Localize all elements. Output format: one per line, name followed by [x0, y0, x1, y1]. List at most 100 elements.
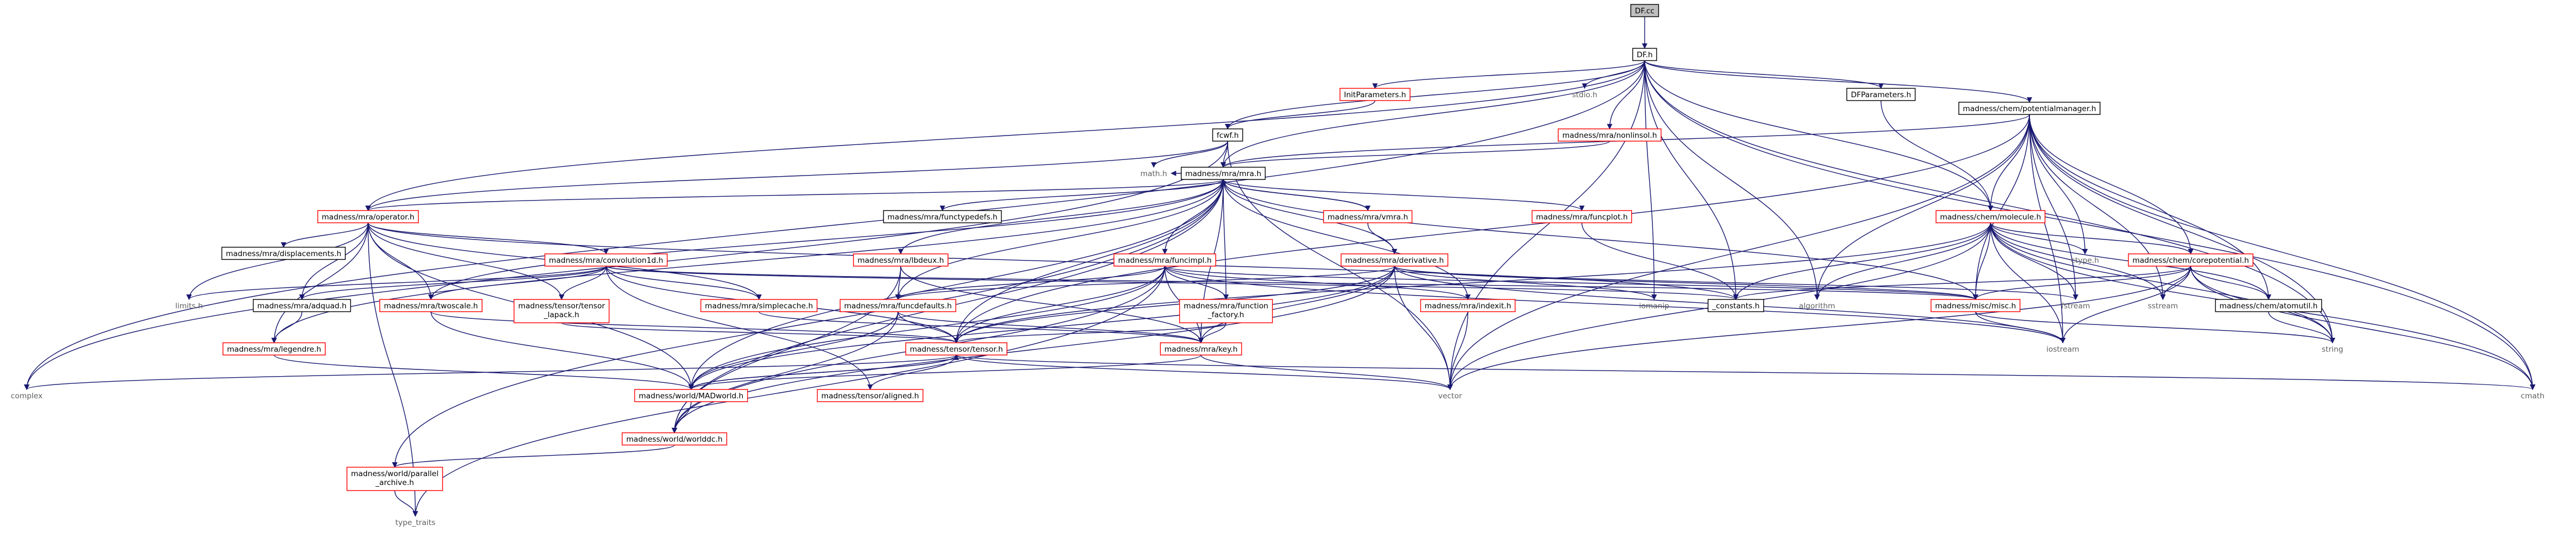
node-box	[346, 467, 443, 491]
node-initparameters-h[interactable]: InitParameters.h	[1339, 88, 1411, 101]
node-label: stdio.h	[1572, 91, 1597, 99]
node-label: madness/mra/funcdefaults.h	[844, 302, 952, 311]
node-label: madness/mra/indexit.h	[1425, 302, 1511, 311]
node-box	[883, 210, 1002, 223]
edge-funcimpl-h-to-misc-h	[1164, 266, 1978, 300]
node-nonlinsol-h[interactable]: madness/mra/nonlinsol.h	[1557, 128, 1662, 142]
node-function-factory-h[interactable]: madness/mra/function_factory.h	[1179, 299, 1273, 323]
node-funcimpl-h[interactable]: madness/mra/funcimpl.h	[1113, 253, 1217, 267]
edge-derivative-h-to-misc-h	[1394, 266, 1978, 300]
node-worlddc-h[interactable]: madness/world/worlddc.h	[622, 432, 727, 446]
edge-fcwf-h-to-math-h	[1151, 141, 1228, 168]
node-potentialmanager-h[interactable]: madness/chem/potentialmanager.h	[1958, 102, 2101, 115]
node-cmath: cmath	[2521, 392, 2545, 401]
edge-derivative-h-to-funcdefaults-h	[895, 266, 1395, 300]
node-twoscale-h[interactable]: madness/mra/twoscale.h	[379, 299, 483, 312]
node-box	[1341, 253, 1448, 267]
node-funcplot-h[interactable]: madness/mra/funcplot.h	[1531, 210, 1632, 223]
node-label: madness/mra/key.h	[1164, 345, 1238, 354]
edge-operator-h-to-convolution1d-h	[368, 222, 609, 254]
node-box	[817, 389, 924, 402]
node-label: type_traits	[395, 518, 435, 527]
node-lbdeux-h[interactable]: madness/mra/lbdeux.h	[853, 253, 949, 267]
edge-funcimpl-h-to-funcdefaults-h	[895, 266, 1165, 300]
node-parallel-archive-h[interactable]: madness/world/parallel_archive.h	[346, 467, 443, 491]
node-legendre-h[interactable]: madness/mra/legendre.h	[222, 342, 326, 356]
node-fcwf-h[interactable]: fcwf.h	[1212, 128, 1243, 142]
node-dfparameters-h[interactable]: DFParameters.h	[1846, 88, 1916, 101]
node-vector: vector	[1438, 392, 1462, 401]
node-displacements-h[interactable]: madness/mra/displacements.h	[221, 247, 346, 260]
node-iomanip: iomanip	[1639, 302, 1669, 311]
edge-worlddc-h-to-parallel-archive-h	[392, 444, 675, 468]
edge-corepotential-h-to-misc-h	[1973, 266, 2191, 300]
node-label: madness/tensor/tensor.h	[910, 345, 1003, 354]
edge-potentialmanager-h-to-sstream	[2029, 114, 2166, 300]
edge-fcwf-h-to-operator-h	[365, 141, 1228, 211]
node-label: _archive.h	[375, 478, 414, 487]
edge-funcimpl-h-to-tensor-h	[954, 266, 1165, 343]
edge-mra-h-to-funcdefaults-h	[895, 179, 1224, 300]
node-funcdefaults-h[interactable]: madness/mra/funcdefaults.h	[840, 299, 956, 312]
node-label: fstream	[2061, 302, 2090, 311]
edge-vmra-h-to-mra-h	[1220, 179, 1368, 211]
node-label: madness/mra/twoscale.h	[384, 302, 478, 311]
edge-mra-h-to-twoscale-h	[428, 179, 1224, 300]
node-box	[1323, 210, 1413, 223]
edge-nonlinsol-h-to-mra-h	[1220, 141, 1610, 168]
node-df-h[interactable]: DF.h	[1632, 48, 1657, 61]
node-label: madness/mra/nonlinsol.h	[1562, 131, 1657, 140]
node-misc-h[interactable]: madness/misc/misc.h	[1930, 299, 2021, 312]
node-atomutil-h[interactable]: madness/chem/atomutil.h	[2215, 299, 2322, 312]
node-indexit-h[interactable]: madness/mra/indexit.h	[1420, 299, 1516, 312]
edge-simplecache-h-to-key-h	[758, 311, 1204, 343]
edge-key-h-to-vector	[1200, 354, 1453, 390]
edge-indexit-h-to-vector	[1447, 311, 1468, 390]
node-aligned-h[interactable]: madness/tensor/aligned.h	[817, 389, 924, 402]
node-simplecache-h[interactable]: madness/mra/simplecache.h	[700, 299, 818, 312]
node-label: madness/world/MADworld.h	[639, 392, 744, 401]
node-operator-h[interactable]: madness/mra/operator.h	[317, 210, 419, 223]
edge-convolution1d-h-to-adquad-h	[299, 266, 607, 300]
node-label: limits.h	[175, 302, 203, 311]
edge-df-h-to-vector	[1447, 60, 1645, 390]
node-label: madness/mra/displacements.h	[226, 249, 341, 258]
node-box	[1930, 299, 2021, 312]
edge-molecule-h-to-constants-h	[1733, 222, 1991, 300]
edge-operator-h-to-adquad-h	[299, 222, 369, 300]
node-label: _factory.h	[1207, 311, 1244, 319]
node-vmra-h[interactable]: madness/mra/vmra.h	[1323, 210, 1413, 223]
node-label: DF.h	[1637, 51, 1653, 59]
node-label: madness/mra/legendre.h	[227, 345, 321, 354]
node-box	[1179, 299, 1273, 323]
node-label: madness/mra/vmra.h	[1328, 213, 1408, 222]
node-madworld-h[interactable]: madness/world/MADworld.h	[634, 389, 748, 402]
node-adquad-h[interactable]: madness/mra/adquad.h	[252, 299, 351, 312]
edge-tensor-h-to-complex	[24, 354, 957, 390]
edge-corepotential-h-to-constants-h	[1733, 266, 2191, 300]
node-box	[221, 247, 346, 260]
node-label: madness/mra/adquad.h	[257, 302, 347, 311]
edge-mra-h-to-legendre-h	[271, 179, 1224, 343]
node-molecule-h[interactable]: madness/chem/molecule.h	[1935, 210, 2046, 223]
node-key-h[interactable]: madness/mra/key.h	[1160, 342, 1242, 356]
edge-mra-h-to-funcimpl-h	[1162, 179, 1224, 254]
node-tensor-lapack-h[interactable]: madness/tensor/tensor_lapack.h	[513, 299, 610, 323]
node-convolution1d-h[interactable]: madness/mra/convolution1d.h	[544, 253, 668, 267]
edge-madworld-h-to-worlddc-h	[672, 401, 692, 433]
node-functypedefs-h[interactable]: madness/mra/functypedefs.h	[883, 210, 1002, 223]
edge-potentialmanager-h-to-cmath	[2029, 114, 2535, 390]
node-derivative-h[interactable]: madness/mra/derivative.h	[1341, 253, 1448, 267]
node-label: madness/tensor/tensor	[518, 302, 605, 311]
edge-misc-h-to-string	[1975, 311, 2335, 343]
node-corepotential-h[interactable]: madness/chem/corepotential.h	[2128, 253, 2254, 267]
node-math-h: math.h	[1140, 169, 1167, 178]
node-constants-h[interactable]: _constants.h	[1708, 299, 1764, 312]
node-box	[1958, 102, 2101, 115]
node-box	[2128, 253, 2254, 267]
node-tensor-h[interactable]: madness/tensor/tensor.h	[905, 342, 1007, 356]
node-mra-h[interactable]: madness/mra/mra.h	[1180, 167, 1266, 180]
node-df-cc[interactable]: DF.cc	[1630, 4, 1659, 17]
edge-potentialmanager-h-to-atomutil-h	[2029, 114, 2271, 300]
